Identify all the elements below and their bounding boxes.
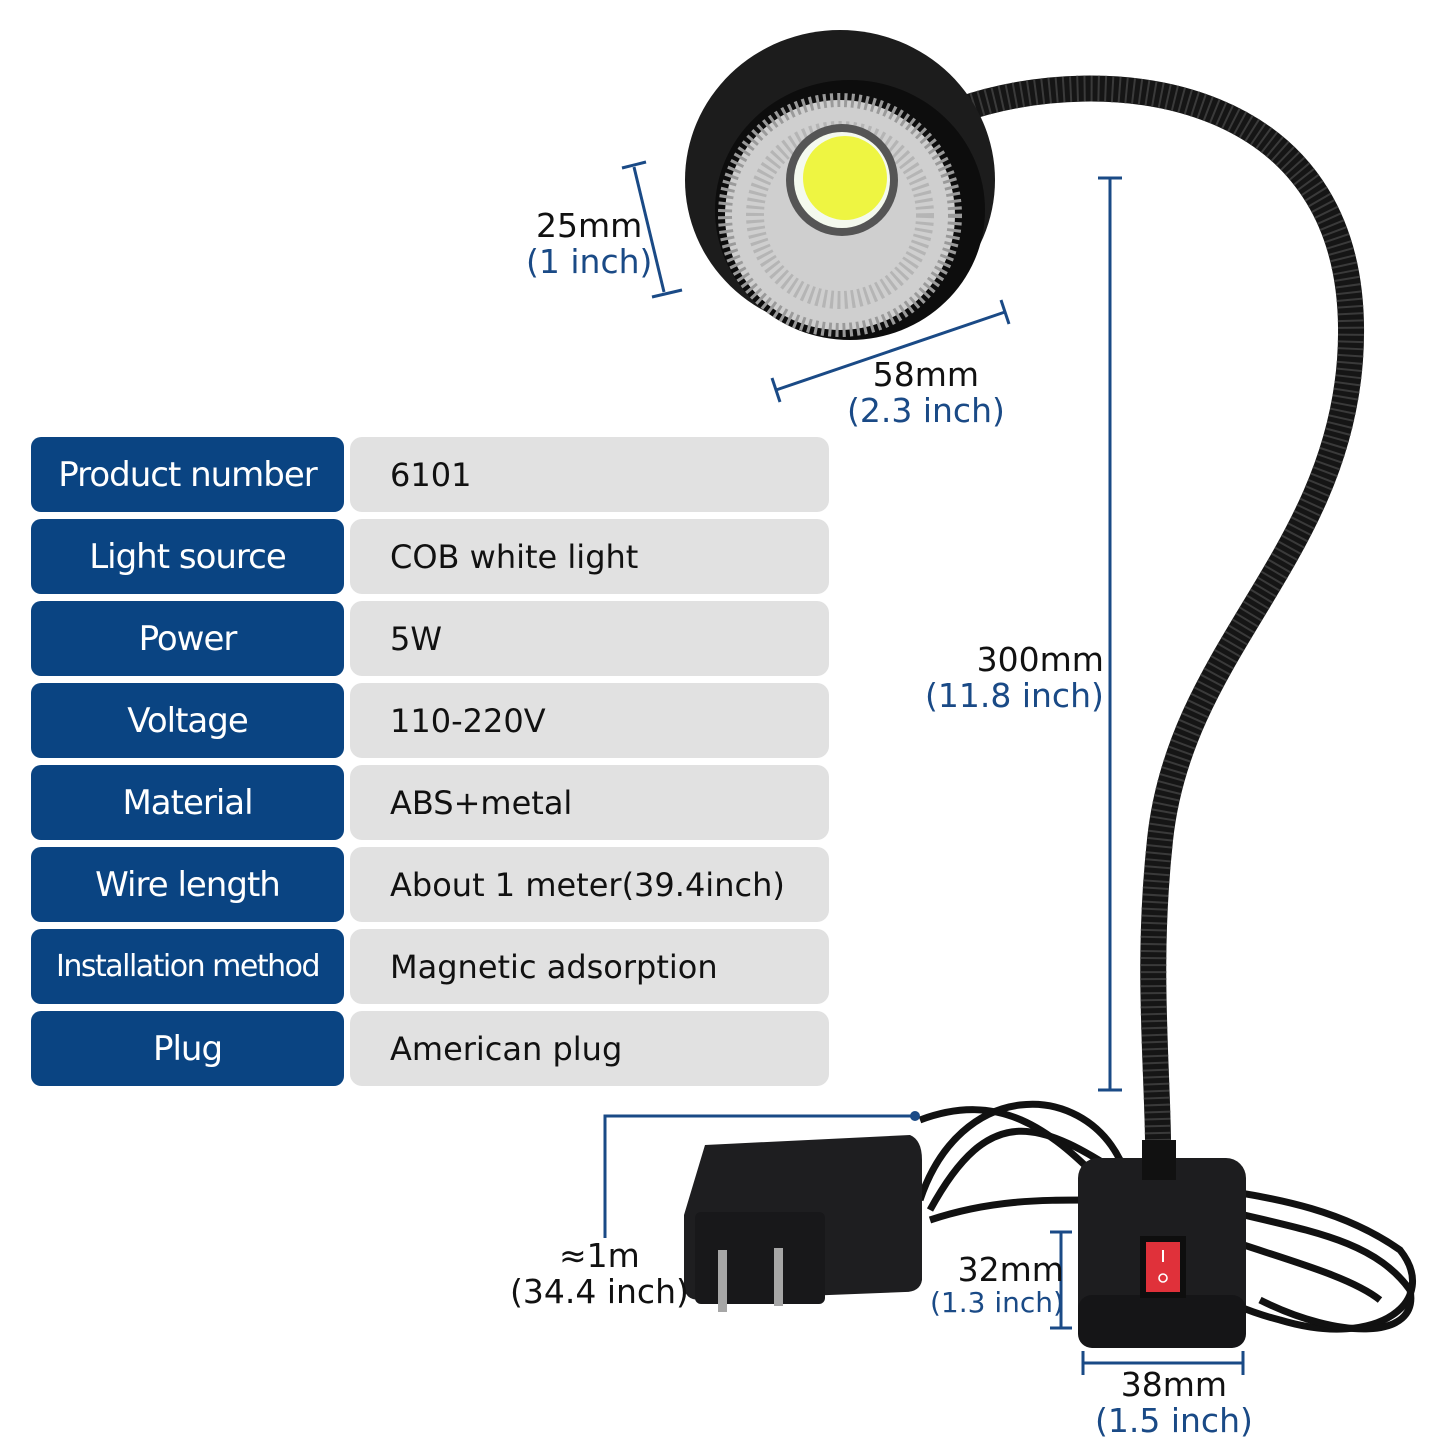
spec-label: Voltage bbox=[31, 683, 344, 758]
plug-prong-left bbox=[718, 1250, 727, 1312]
dim-head-depth-inch: (1 inch) bbox=[526, 242, 653, 282]
spec-label: Material bbox=[31, 765, 344, 840]
spec-value: ABS+metal bbox=[350, 765, 829, 840]
spec-row-wire-length: Wire length About 1 meter(39.4inch) bbox=[31, 847, 829, 922]
dim-base-width-inch: (1.5 inch) bbox=[1095, 1401, 1253, 1441]
dim-gooseneck-mm: 300mm bbox=[976, 640, 1104, 679]
spec-label: Installation method bbox=[31, 929, 344, 1004]
lamp-head bbox=[685, 30, 995, 340]
spec-value: Magnetic adsorption bbox=[350, 929, 829, 1004]
spec-label: Power bbox=[31, 601, 344, 676]
cable-end-marker bbox=[910, 1111, 920, 1121]
dim-cable-inch: (34.4 inch) bbox=[510, 1272, 689, 1312]
gooseneck bbox=[947, 75, 1365, 1193]
spec-label: Product number bbox=[31, 437, 344, 512]
dim-gooseneck-inch: (11.8 inch) bbox=[925, 676, 1104, 716]
spec-label: Wire length bbox=[31, 847, 344, 922]
dimension-lines bbox=[603, 160, 1245, 1375]
spec-label: Plug bbox=[31, 1011, 344, 1086]
dim-base-height-mm: 32mm bbox=[957, 1250, 1064, 1289]
spec-table: Product number 6101 Light source COB whi… bbox=[31, 437, 829, 1093]
dim-base-width-mm: 38mm bbox=[1120, 1365, 1228, 1404]
dim-cable-mm: ≈1m bbox=[559, 1236, 640, 1275]
power-switch bbox=[1146, 1242, 1180, 1292]
spec-row-voltage: Voltage 110-220V bbox=[31, 683, 829, 758]
spec-value: 110-220V bbox=[350, 683, 829, 758]
dim-head-diameter-mm: 58mm bbox=[872, 355, 980, 394]
dim-base-width: 38mm (1.5 inch) bbox=[1095, 1365, 1253, 1441]
dim-base-height-inch: (1.3 inch) bbox=[930, 1286, 1064, 1320]
plug-prong-right bbox=[774, 1248, 783, 1306]
spec-row-plug: Plug American plug bbox=[31, 1011, 829, 1086]
spec-row-power: Power 5W bbox=[31, 601, 829, 676]
spec-row-installation-method: Installation method Magnetic adsorption bbox=[31, 929, 829, 1004]
spec-value: American plug bbox=[350, 1011, 829, 1086]
dim-cable: ≈1m (34.4 inch) bbox=[510, 1236, 689, 1312]
dim-head-depth-mm: 25mm bbox=[536, 206, 643, 245]
spec-row-light-source: Light source COB white light bbox=[31, 519, 829, 594]
dim-gooseneck: 300mm (11.8 inch) bbox=[925, 640, 1104, 716]
dim-base-height: 32mm (1.3 inch) bbox=[930, 1250, 1064, 1320]
led-chip bbox=[803, 136, 887, 220]
spec-label: Light source bbox=[31, 519, 344, 594]
spec-row-product-number: Product number 6101 bbox=[31, 437, 829, 512]
spec-row-material: Material ABS+metal bbox=[31, 765, 829, 840]
dim-head-diameter: 58mm (2.3 inch) bbox=[847, 355, 1005, 431]
spec-value: 5W bbox=[350, 601, 829, 676]
power-adapter bbox=[684, 1135, 922, 1312]
dim-head-diameter-inch: (2.3 inch) bbox=[847, 391, 1005, 431]
magnetic-base bbox=[1078, 1140, 1246, 1348]
dim-head-depth: 25mm (1 inch) bbox=[526, 206, 653, 282]
spec-value: About 1 meter(39.4inch) bbox=[350, 847, 829, 922]
spec-value: COB white light bbox=[350, 519, 829, 594]
spec-value: 6101 bbox=[350, 437, 829, 512]
